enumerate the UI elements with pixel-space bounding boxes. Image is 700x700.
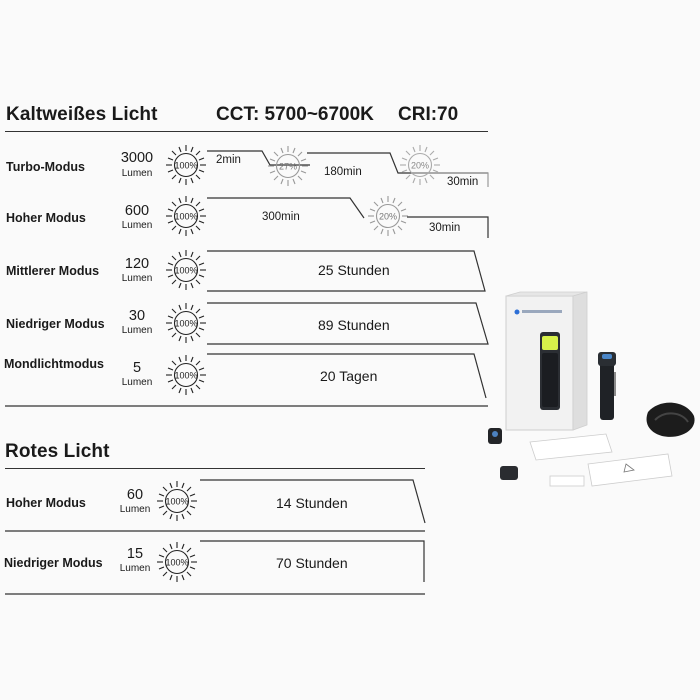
duration-step: 180min	[324, 166, 362, 178]
runtime-line	[207, 150, 310, 166]
section-divider	[5, 468, 425, 470]
runtime-line	[207, 353, 487, 399]
mode-label: Hoher Modus	[6, 496, 86, 510]
sun-percent: 27%	[279, 162, 297, 172]
mode-label: Niedriger Modus	[4, 556, 103, 570]
duration-step: 30min	[447, 176, 479, 188]
mode-label: Mondlichtmodus	[4, 357, 104, 371]
sun-percent: 100%	[165, 497, 188, 507]
cri-spec: CRI:70	[398, 104, 459, 125]
brand-logo-icon	[514, 309, 520, 315]
sun-burst-icon: 20%	[400, 145, 440, 185]
lumen-value: 60	[126, 487, 144, 503]
cct-spec: CCT: 5700~6700K	[216, 104, 374, 125]
lumen-unit: Lumen	[119, 563, 151, 574]
mode-label: Niedriger Modus	[6, 317, 105, 331]
duration-label: 20 Tagen	[320, 368, 378, 384]
duration-step: 2min	[216, 154, 241, 166]
lumen-value: 600	[124, 203, 150, 219]
sun-burst-icon: 100%	[166, 145, 206, 185]
duration-label: 25 Stunden	[318, 262, 390, 278]
section-divider	[5, 131, 488, 133]
lumen-unit: Lumen	[119, 504, 151, 515]
duration-label: 89 Stunden	[318, 317, 390, 333]
sun-burst-icon: 20%	[368, 196, 408, 236]
sun-burst-icon: 27%	[268, 146, 308, 186]
lumen-unit: Lumen	[121, 220, 153, 231]
mode-label: Turbo-Modus	[6, 160, 85, 174]
sun-burst-icon: 100%	[166, 355, 206, 395]
duration-step: 30min	[429, 222, 461, 234]
mode-label: Mittlerer Modus	[6, 264, 100, 278]
section-title-red: Rotes Licht	[5, 441, 110, 462]
lumen-unit: Lumen	[121, 377, 153, 388]
sun-percent: 100%	[174, 266, 197, 276]
sun-percent: 100%	[174, 371, 197, 381]
runtime-line	[412, 172, 489, 187]
runtime-line	[407, 216, 489, 238]
lumen-unit: Lumen	[121, 273, 153, 284]
runtime-line	[307, 152, 488, 174]
runtime-line	[207, 197, 365, 219]
sun-burst-icon: 100%	[166, 196, 206, 236]
duration-step: 300min	[262, 211, 300, 223]
runtime-line	[207, 302, 489, 345]
sun-burst-icon: 100%	[166, 250, 206, 290]
sun-burst-icon: 100%	[157, 542, 197, 582]
lumen-unit: Lumen	[121, 168, 153, 179]
product-package-photo	[488, 291, 695, 487]
sun-percent: 100%	[174, 212, 197, 222]
lumen-value: 3000	[120, 150, 154, 166]
runtime-line	[200, 540, 425, 582]
sun-burst-icon: 100%	[157, 481, 197, 521]
sun-percent: 100%	[174, 161, 197, 171]
lumen-value: 120	[124, 256, 150, 272]
sun-percent: 20%	[379, 212, 397, 222]
sun-percent: 100%	[174, 319, 197, 329]
mode-label: Hoher Modus	[6, 211, 86, 225]
lumen-value: 30	[128, 308, 146, 324]
lumen-unit: Lumen	[121, 325, 153, 336]
lumen-value: 15	[126, 546, 144, 562]
sun-percent: 20%	[411, 161, 429, 171]
runtime-line	[200, 479, 426, 524]
sun-percent: 100%	[165, 558, 188, 568]
warning-triangle-icon	[623, 463, 635, 473]
duration-label: 70 Stunden	[276, 555, 348, 571]
duration-label: 14 Stunden	[276, 495, 348, 511]
sun-burst-icon: 100%	[166, 303, 206, 343]
runtime-line	[207, 250, 486, 292]
lumen-value: 5	[132, 360, 142, 376]
section-title-white: Kaltweißes Licht	[6, 104, 158, 125]
